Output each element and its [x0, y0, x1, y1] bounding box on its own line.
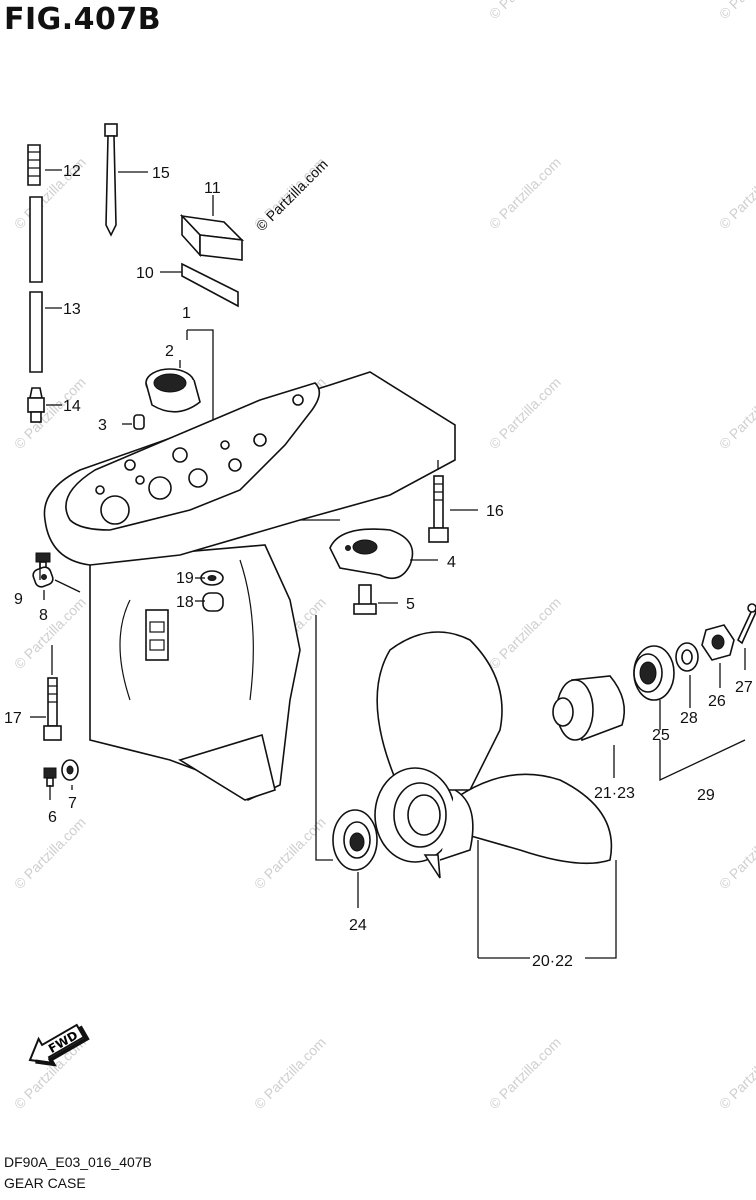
watermark: © Partzilla.com — [486, 374, 564, 452]
callout-21-23: 21·23 — [594, 785, 635, 802]
bolt-part-5 — [353, 584, 377, 615]
callout-24: 24 — [349, 917, 367, 934]
bushing-part-18 — [202, 592, 224, 612]
diagram-name: GEAR CASE — [4, 1175, 86, 1191]
callout-28: 28 — [680, 710, 698, 727]
callout-7: 7 — [68, 795, 77, 812]
nut-part-26 — [701, 624, 735, 661]
watermark: © Partzilla.com — [486, 1034, 564, 1112]
callout-26: 26 — [708, 693, 726, 710]
callout-11: 11 — [204, 180, 221, 197]
callout-14: 14 — [63, 398, 81, 415]
callout-3: 3 — [98, 417, 107, 434]
callout-16: 16 — [486, 503, 504, 520]
spacer-part-25 — [633, 645, 675, 701]
watermark: © Partzilla.com — [716, 374, 756, 452]
watermark: © Partzilla.com — [251, 814, 329, 892]
callout-18: 18 — [176, 594, 194, 611]
watermark-dark: © Partzilla.com — [253, 156, 331, 234]
watermark: © Partzilla.com — [716, 814, 756, 892]
watermark: © Partzilla.com — [251, 1034, 329, 1112]
callout-17: 17 — [4, 710, 22, 727]
callout-9: 9 — [14, 591, 23, 608]
collar-part-8 — [32, 566, 54, 588]
callout-25: 25 — [652, 727, 670, 744]
propeller-part-20-22 — [374, 631, 613, 879]
watermark: © Partzilla.com — [716, 1034, 756, 1112]
watermark: © Partzilla.com — [716, 154, 756, 232]
callout-27: 27 — [735, 679, 753, 696]
cable-tie-part-15 — [104, 123, 118, 237]
diagram-code: DF90A_E03_016_407B — [4, 1154, 152, 1170]
washer-part-28 — [675, 642, 699, 672]
callout-2: 2 — [165, 343, 174, 360]
diagram-caption: DF90A_E03_016_407B GEAR CASE — [4, 1152, 152, 1194]
bolt-part-16 — [428, 475, 449, 543]
watermark: © Partzilla.com — [486, 0, 564, 22]
callout-labels: 1 2 3 4 5 6 7 8 9 10 11 12 13 14 15 16 1… — [4, 163, 753, 970]
bushing-part-21-23 — [552, 675, 626, 742]
callout-20-22: 20·22 — [532, 953, 573, 970]
washer-part-7 — [61, 759, 79, 781]
cotter-pin-part-27 — [737, 603, 756, 645]
tube-assembly-parts-12-14 — [27, 144, 45, 423]
dowel-pin-part-3 — [133, 414, 145, 430]
watermark: © Partzilla.com — [486, 154, 564, 232]
thrust-washer-part-24 — [332, 809, 378, 871]
plate-part-10 — [181, 262, 239, 308]
screw-part-6 — [43, 767, 57, 787]
callout-5: 5 — [406, 596, 415, 613]
callout-29: 29 — [697, 787, 715, 804]
callout-8: 8 — [39, 607, 48, 624]
callout-13: 13 — [63, 301, 81, 318]
figure-title: FIG.407B — [4, 2, 162, 37]
callout-10: 10 — [136, 265, 154, 282]
bearing-part-2 — [145, 368, 201, 413]
callout-12: 12 — [63, 163, 81, 180]
block-part-11 — [179, 213, 245, 261]
callout-15: 15 — [152, 165, 170, 182]
callout-6: 6 — [48, 809, 57, 826]
callout-19: 19 — [176, 570, 194, 587]
callout-4: 4 — [447, 554, 456, 571]
callout-1: 1 — [182, 305, 191, 322]
watermark: © Partzilla.com — [716, 0, 756, 22]
leader-lines — [30, 169, 746, 959]
bolt-part-17 — [43, 677, 62, 741]
anode-part-4 — [329, 528, 414, 580]
gear-case-housing — [43, 371, 456, 801]
watermark: © Partzilla.com — [486, 594, 564, 672]
